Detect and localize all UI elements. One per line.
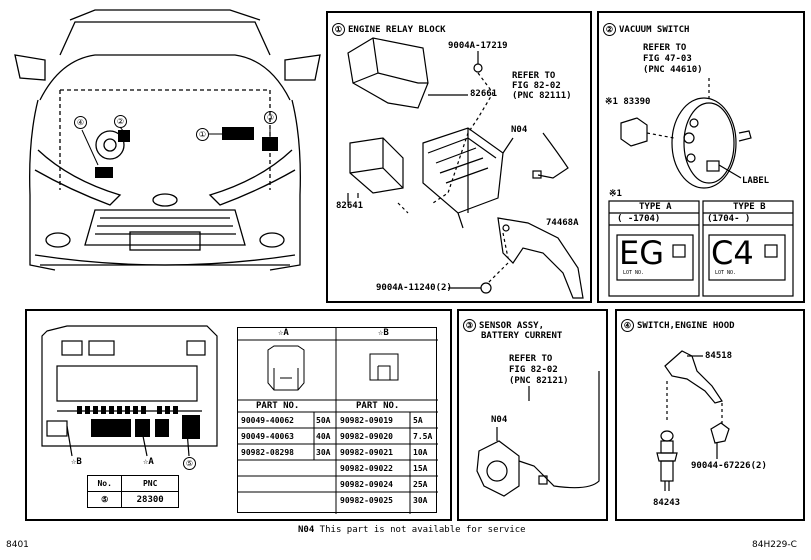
footer-note-code: N04 bbox=[298, 525, 315, 535]
fuse-marker-5: ⑤ bbox=[183, 457, 196, 470]
part-83390: ※1 83390 bbox=[605, 97, 651, 107]
part-b-3: 90982-09021 bbox=[340, 448, 393, 457]
panel-title-2: BATTERY CURRENT bbox=[481, 331, 563, 341]
refer-3: (PNC 82111) bbox=[512, 91, 572, 101]
fuse-box-drawing bbox=[41, 325, 218, 457]
fuse-box-panel: ☆B ☆A ⑤ No. PNC ⑤ 28300 bbox=[25, 309, 452, 521]
marker-3: ③ bbox=[264, 111, 277, 124]
amp-a-3: 30A bbox=[316, 448, 331, 457]
parts-table-grid bbox=[238, 328, 438, 514]
refer-1: REFER TO bbox=[512, 71, 556, 81]
part-n04: N04 bbox=[491, 415, 508, 425]
pnc-table: No. PNC ⑤ 28300 bbox=[86, 475, 179, 508]
header-star-b: ☆B bbox=[378, 328, 389, 338]
marker-1: ① bbox=[196, 128, 209, 141]
amp-a-2: 40A bbox=[316, 432, 331, 441]
refer-1: REFER TO bbox=[509, 354, 553, 364]
part-84243: 84243 bbox=[653, 498, 681, 508]
type-b-range: (1704- ) bbox=[707, 214, 751, 224]
footer-note-text: This part is not available for service bbox=[314, 525, 526, 535]
refer-2: FIG 47-03 bbox=[643, 54, 692, 64]
part-b-4: 90982-09022 bbox=[340, 464, 393, 473]
pnc-row-no: ⑤ bbox=[86, 491, 123, 508]
part-a-3: 90982-08298 bbox=[241, 448, 294, 457]
footer-note: N04 This part is not available for servi… bbox=[298, 525, 526, 536]
amp-b-4: 15A bbox=[413, 464, 428, 473]
star-a-label: ☆A bbox=[143, 457, 154, 467]
part-b-6: 90982-09025 bbox=[340, 496, 393, 505]
type-a-range: ( -1704) bbox=[617, 214, 661, 224]
part-84518: 84518 bbox=[705, 351, 733, 361]
type-b-lot: LOT NO. bbox=[715, 270, 737, 276]
header-star-a: ☆A bbox=[278, 328, 289, 338]
refer-3: (PNC 82121) bbox=[509, 376, 569, 386]
sensor-drawing bbox=[476, 371, 600, 497]
pnc-row-pnc: 28300 bbox=[121, 491, 179, 508]
car-front-illustration bbox=[14, 9, 321, 271]
type-a-header: TYPE A bbox=[639, 202, 672, 212]
part-a-2: 90049-40063 bbox=[241, 432, 294, 441]
type-a-lot: LOT NO. bbox=[623, 270, 645, 276]
footer-left-code: 8401 bbox=[6, 540, 29, 550]
amp-a-1: 50A bbox=[316, 416, 331, 425]
refer-3: (PNC 44610) bbox=[643, 65, 703, 75]
relay-block-drawing bbox=[347, 37, 584, 299]
amp-b-5: 25A bbox=[413, 480, 428, 489]
col-label-a: PART NO. bbox=[256, 401, 300, 411]
amp-b-1: 5A bbox=[413, 416, 423, 425]
part-74468a: 74468A bbox=[546, 218, 579, 228]
part-90044: 90044-67226(2) bbox=[691, 461, 767, 471]
marker-4: ④ bbox=[74, 116, 87, 129]
type-b-header: TYPE B bbox=[733, 202, 766, 212]
vacuum-switch-drawing bbox=[608, 78, 794, 297]
part-82641: 82641 bbox=[336, 201, 364, 211]
note-marker: ※1 bbox=[609, 189, 622, 199]
type-b-code: C4 bbox=[711, 234, 754, 272]
pnc-header-pnc: PNC bbox=[121, 475, 179, 492]
marker-2: ② bbox=[114, 115, 127, 128]
part-a-1: 90049-40062 bbox=[241, 416, 294, 425]
parts-table: ☆A ☆B PART NO. PART NO. 90049-40062 50A … bbox=[237, 327, 438, 514]
col-label-b: PART NO. bbox=[356, 401, 400, 411]
refer-2: FIG 82-02 bbox=[509, 365, 558, 375]
part-b-5: 90982-09024 bbox=[340, 480, 393, 489]
vehicle-overview: ① ② ④ ③ bbox=[0, 0, 325, 300]
part-b-1: 90982-09019 bbox=[340, 416, 393, 425]
part-b-2: 90982-09020 bbox=[340, 432, 393, 441]
pnc-header-no: No. bbox=[86, 475, 123, 492]
refer-2: FIG 82-02 bbox=[512, 81, 561, 91]
amp-b-2: 7.5A bbox=[413, 432, 433, 441]
star-b-label: ☆B bbox=[71, 457, 82, 467]
amp-b-6: 30A bbox=[413, 496, 428, 505]
part-82661: 82661 bbox=[470, 89, 498, 99]
label-callout: LABEL bbox=[742, 176, 770, 186]
footer-right-code: 84H229-C bbox=[752, 540, 797, 550]
part-n04: N04 bbox=[511, 125, 528, 135]
part-9004a-17219: 9004A-17219 bbox=[448, 41, 508, 51]
amp-b-3: 10A bbox=[413, 448, 428, 457]
part-9004a-11240: 9004A-11240(2) bbox=[376, 283, 452, 293]
hood-switch-drawing bbox=[656, 350, 730, 491]
refer-1: REFER TO bbox=[643, 43, 687, 53]
type-a-code: EG bbox=[619, 234, 665, 272]
